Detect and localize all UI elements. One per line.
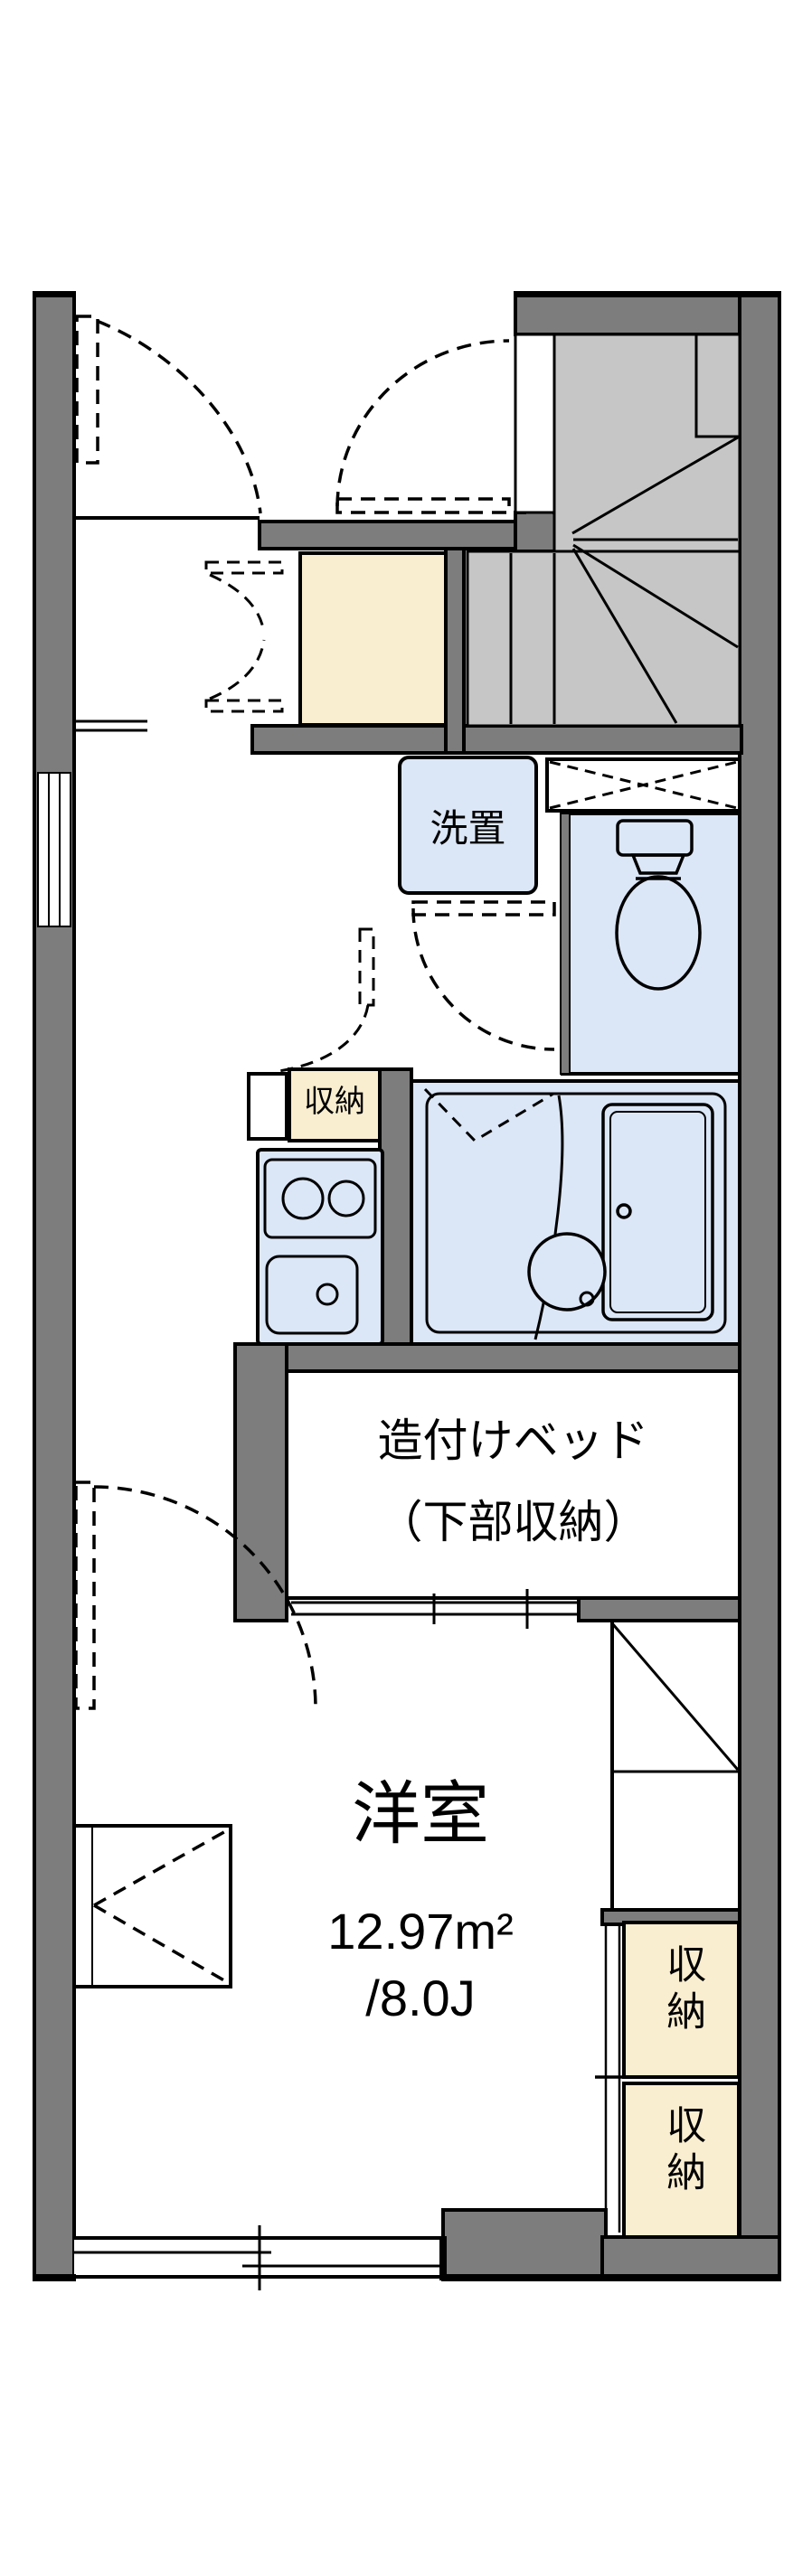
hatch-box — [545, 757, 741, 813]
kitchen-door — [272, 927, 375, 1074]
kitchen-storage-box — [288, 1067, 382, 1142]
right-closets — [595, 1921, 741, 2239]
sliding-window-bottom — [74, 2225, 447, 2290]
room-window-left — [72, 1824, 232, 1988]
label-closet-top: 収納 — [660, 1943, 705, 2037]
closet-top — [622, 1921, 741, 2079]
bathroom — [410, 1079, 741, 1346]
toilet-door — [411, 900, 556, 1051]
label-closet-bottom: 収納 — [660, 2104, 705, 2198]
entrance-area — [37, 315, 511, 927]
stove-icon — [263, 1158, 377, 1239]
bathtub-icon — [601, 1103, 714, 1321]
kitchen — [247, 927, 384, 1346]
laundry-space — [398, 756, 538, 895]
wash-basin-icon — [527, 1232, 607, 1312]
kitchen-counter — [256, 1148, 384, 1346]
sink-icon — [265, 1255, 359, 1335]
closet-bottom — [622, 2082, 741, 2239]
toilet-icon — [615, 819, 702, 991]
shoe-cabinet-doors — [204, 560, 284, 713]
built-in-bed — [285, 1369, 741, 1629]
label-kitchen-storage: 収納 — [304, 1085, 365, 1119]
label-bed-line1: 造付けベッド — [377, 1415, 649, 1466]
label-room-name: 洋室 — [352, 1776, 489, 1853]
label-room-area-jo: /8.0J — [365, 1970, 476, 2026]
genkan-floor — [298, 551, 448, 727]
fridge-space — [610, 1621, 740, 1910]
staircase — [466, 333, 741, 728]
entry-door-arcs — [75, 315, 511, 514]
label-bed-line2: （下部収納） — [377, 1497, 649, 1547]
bedroom-door — [74, 1481, 317, 1710]
corridor-window — [37, 772, 71, 927]
wall-caps — [33, 291, 781, 2280]
stair-treads — [509, 436, 739, 724]
label-room-area-sqm: 12.97m² — [327, 1903, 514, 1960]
toilet-room — [411, 812, 741, 1076]
label-laundry: 洗置 — [430, 807, 506, 850]
bath-door — [423, 1087, 554, 1142]
